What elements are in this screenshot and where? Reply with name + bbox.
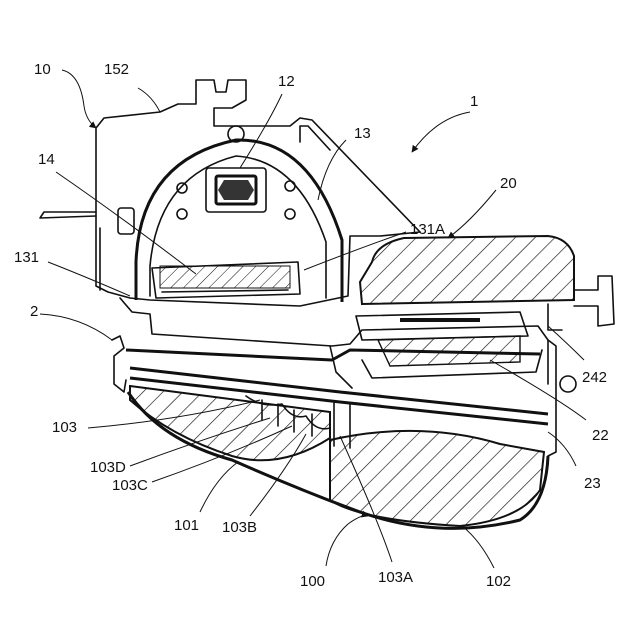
- label-13: 13: [354, 125, 371, 142]
- label-103B: 103B: [222, 519, 257, 536]
- unit-20: [360, 236, 614, 330]
- label-103A: 103A: [378, 569, 413, 586]
- label-152: 152: [104, 61, 129, 78]
- label-103D: 103D: [90, 459, 126, 476]
- label-103C: 103C: [112, 477, 148, 494]
- label-131A: 131A: [410, 221, 445, 238]
- label-100: 100: [300, 573, 325, 590]
- label-12: 12: [278, 73, 295, 90]
- reference-numerals: 10 152 12 1 13 14 20 131A 131 2 242 103 …: [14, 61, 609, 590]
- label-2: 2: [30, 303, 38, 320]
- component-22: [356, 312, 542, 378]
- label-14: 14: [38, 151, 55, 168]
- label-23: 23: [584, 475, 601, 492]
- label-103: 103: [52, 419, 77, 436]
- label-101: 101: [174, 517, 199, 534]
- label-22: 22: [592, 427, 609, 444]
- label-20: 20: [500, 175, 517, 192]
- label-242: 242: [582, 369, 607, 386]
- label-102: 102: [486, 573, 511, 590]
- label-10: 10: [34, 61, 51, 78]
- module-12: [206, 168, 266, 212]
- label-1: 1: [470, 93, 478, 110]
- board-14: [152, 262, 300, 298]
- label-131: 131: [14, 249, 39, 266]
